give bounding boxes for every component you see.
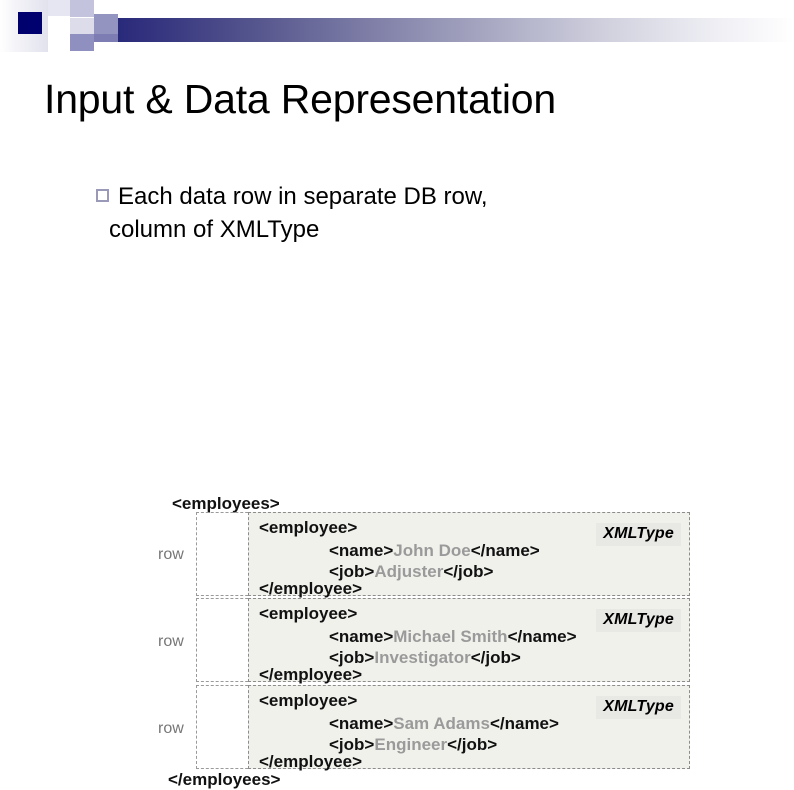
job-open-tag: <job>: [329, 562, 375, 581]
status-badge: XMLType: [596, 523, 681, 546]
deco-square-8: [44, 34, 70, 51]
job-value: Adjuster: [374, 562, 444, 581]
xml-row-block: <employee> <name>Sam Adams</name> <job>E…: [248, 685, 690, 771]
header-decoration: [0, 0, 794, 52]
root-close-tag: </employees>: [168, 770, 281, 789]
deco-square-7: [94, 14, 118, 34]
status-badge: XMLType: [596, 696, 681, 719]
employee-close-tag: </employee>: [259, 665, 363, 684]
name-value: Michael Smith: [393, 627, 508, 646]
xml-structure-diagram: <employees> row row row <employee> <name…: [0, 246, 794, 789]
deco-square-6: [70, 18, 94, 34]
name-line: <name>Michael Smith</name>: [329, 627, 577, 647]
deco-square-4: [70, 0, 94, 17]
status-badge: XMLType: [596, 609, 681, 632]
name-line: <name>Sam Adams</name>: [329, 714, 559, 734]
bullet-list: Each data row in separate DB row, column…: [96, 180, 656, 246]
job-close-tag: </job>: [470, 648, 521, 667]
row-label-3: row: [158, 720, 184, 737]
employee-open-tag: <employee>: [259, 691, 358, 710]
name-open-tag: <name>: [329, 714, 394, 733]
deco-square-10: [94, 34, 118, 42]
job-close-tag: </job>: [443, 562, 494, 581]
name-value: John Doe: [393, 541, 471, 560]
bullet-line-1: Each data row in separate DB row,: [118, 183, 488, 210]
row-label-1: row: [158, 546, 184, 563]
job-close-tag: </job>: [447, 735, 498, 754]
name-close-tag: </name>: [507, 627, 577, 646]
employee-open-tag: <employee>: [259, 518, 358, 537]
xml-row-block: <employee> <name>Michael Smith</name> <j…: [248, 598, 690, 684]
name-open-tag: <name>: [329, 541, 394, 560]
header-gradient-bar: [48, 18, 794, 42]
job-line: <job>Adjuster</job>: [329, 562, 493, 582]
name-value: Sam Adams: [393, 714, 490, 733]
employee-close-tag: </employee>: [259, 579, 363, 598]
name-line: <name>John Doe</name>: [329, 541, 540, 561]
xml-row-block: <employee> <name>John Doe</name> <job>Ad…: [248, 512, 690, 598]
deco-square-3: [48, 0, 70, 16]
deco-square-5: [48, 18, 70, 34]
bullet-line-2: column of XMLType: [109, 216, 320, 243]
job-value: Engineer: [374, 735, 448, 754]
job-value: Investigator: [374, 648, 471, 667]
name-close-tag: </name>: [470, 541, 540, 560]
deco-square-9: [70, 34, 94, 51]
name-open-tag: <name>: [329, 627, 394, 646]
deco-square-navy-accent: [18, 12, 42, 34]
page-title: Input & Data Representation: [44, 76, 556, 122]
list-item: Each data row in separate DB row,: [96, 180, 656, 213]
hollow-square-bullet-icon: [96, 189, 109, 202]
root-open-tag: <employees>: [172, 494, 280, 513]
row-label-2: row: [158, 633, 184, 650]
name-close-tag: </name>: [489, 714, 559, 733]
employee-close-tag: </employee>: [259, 752, 363, 771]
employee-open-tag: <employee>: [259, 604, 358, 623]
